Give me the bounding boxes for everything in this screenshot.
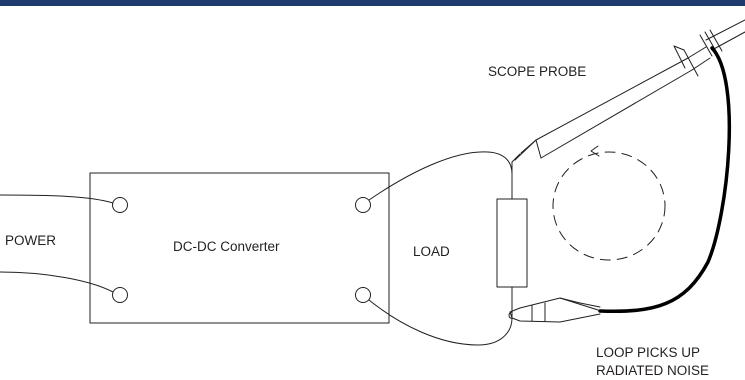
scope-probe-label: SCOPE PROBE [488,64,587,79]
loop-note: LOOP PICKS UP RADIATED NOISE [596,344,709,380]
converter-box [89,172,390,324]
loop-arrow-icon [590,145,600,157]
ground-lead [598,46,732,314]
loop-note-line1: LOOP PICKS UP [596,345,701,360]
loop-note-line2: RADIATED NOISE [596,363,710,378]
terminal-out-top [355,197,371,213]
load-label: LOAD [413,244,450,259]
output-wire-bottom [368,286,513,346]
terminal-in-bottom [112,287,128,303]
converter-label: DC-DC Converter [173,239,280,254]
terminal-in-top [112,197,128,213]
header-bar [0,0,745,6]
probe-tip-wire [511,153,521,175]
power-label: POWER [5,233,57,248]
terminal-out-bottom [355,287,371,303]
load-resistor [496,198,528,288]
output-wire-top [368,151,513,201]
power-wire-bottom [0,271,114,293]
power-wire-top [0,194,114,204]
noise-loop [552,151,666,261]
ground-clip [508,297,601,323]
scope-probe-body [514,19,745,161]
